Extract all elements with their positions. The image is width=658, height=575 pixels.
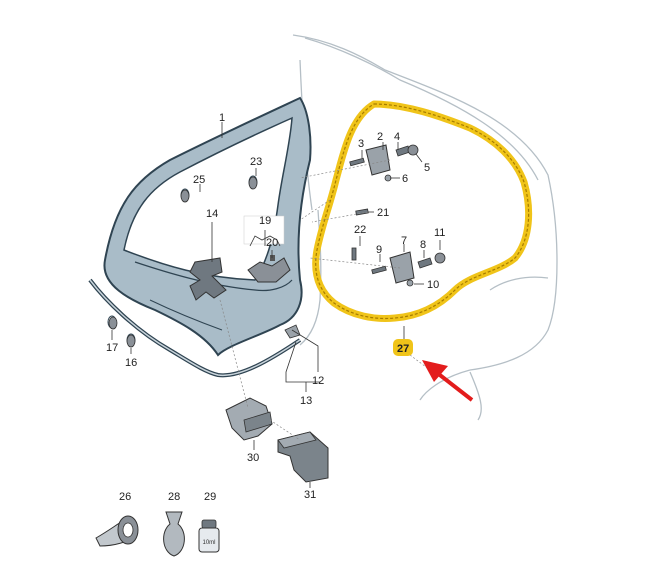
lock-detail-box <box>243 215 291 283</box>
callout-31: 31 <box>304 489 316 501</box>
door-check-bracket <box>284 324 301 339</box>
callout-12: 12 <box>312 375 324 387</box>
callout-28: 28 <box>168 491 180 503</box>
foam-pad <box>189 257 227 301</box>
callout-19: 19 <box>259 215 271 227</box>
callout-23: 23 <box>250 156 262 168</box>
upper-hinge <box>349 144 419 182</box>
callout-6: 6 <box>402 173 408 185</box>
callout-27: 27 <box>397 343 409 355</box>
callout-22: 22 <box>354 224 366 236</box>
callout-30: 30 <box>247 452 259 464</box>
callout-16: 16 <box>125 357 137 369</box>
car-body-outline <box>292 34 558 421</box>
small-bottle-icon: 10ml <box>198 519 220 553</box>
lock-bracket-30 <box>225 397 273 441</box>
callout-4: 4 <box>394 131 400 143</box>
bottle-label: 10ml <box>202 540 215 546</box>
callout-17: 17 <box>106 342 118 354</box>
callout-1: 1 <box>219 112 225 124</box>
callout-3: 3 <box>358 138 364 150</box>
callout-10: 10 <box>427 279 439 291</box>
callout-8: 8 <box>420 239 426 251</box>
callout-13: 13 <box>300 395 312 407</box>
door-bottom-strip <box>88 278 302 378</box>
callout-7: 7 <box>401 235 407 247</box>
callout-5: 5 <box>424 162 430 174</box>
callout-29: 29 <box>204 491 216 503</box>
door-seal-highlighted <box>312 100 533 322</box>
callout-21: 21 <box>377 207 389 219</box>
leader-lines <box>111 122 441 488</box>
lock-cover-31 <box>277 431 329 483</box>
callout-25: 25 <box>193 174 205 186</box>
callout-2: 2 <box>377 131 383 143</box>
callout-9: 9 <box>376 244 382 256</box>
cleaning-bag-icon <box>163 511 185 557</box>
callout-20: 20 <box>266 237 278 249</box>
part-27-badge <box>393 339 413 356</box>
grommets <box>108 176 258 348</box>
adhesive-tape-roll-icon <box>95 515 139 547</box>
callout-14: 14 <box>206 208 218 220</box>
callout-labels: 1 2 3 4 5 6 7 8 9 10 11 12 13 14 16 17 1… <box>106 112 445 503</box>
lower-hinge <box>371 251 446 287</box>
red-pointer-arrow <box>422 360 474 402</box>
callout-26: 26 <box>119 491 131 503</box>
callout-11: 11 <box>434 227 445 239</box>
